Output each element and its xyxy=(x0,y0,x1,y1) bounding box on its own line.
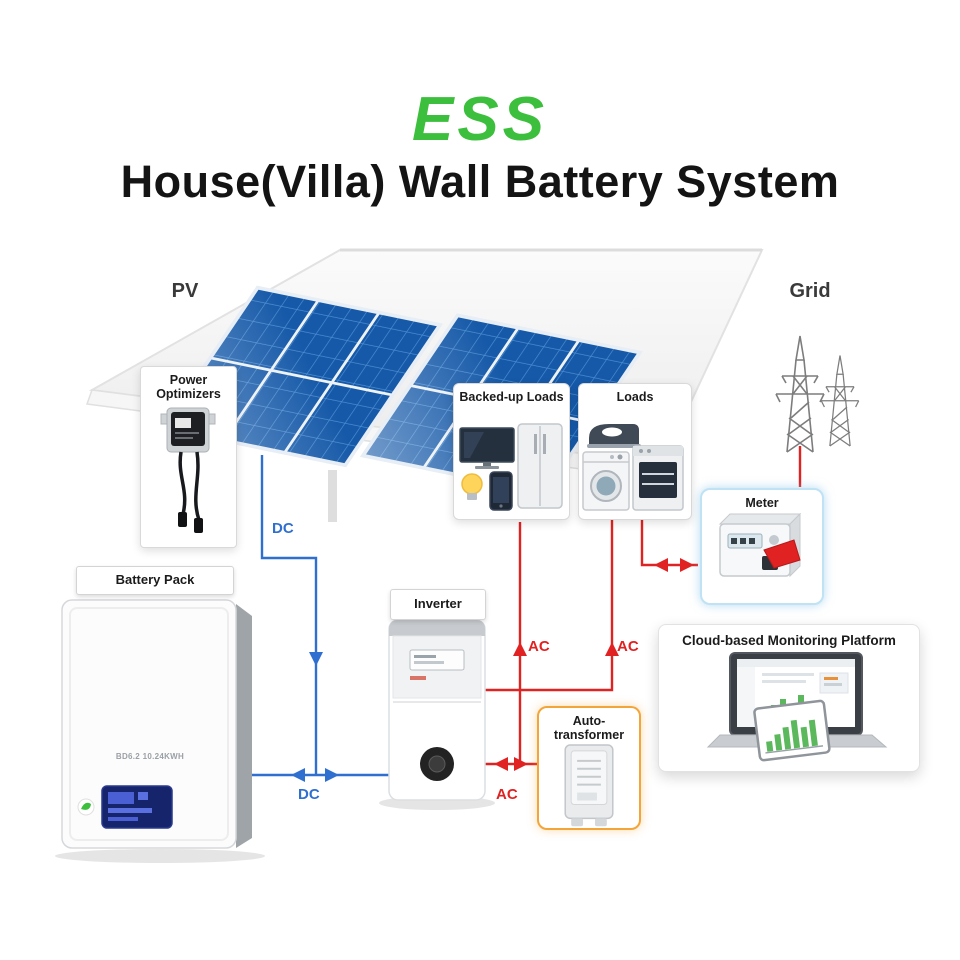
transmission-tower-icon xyxy=(775,335,860,453)
dc-label-battery: DC xyxy=(298,786,320,803)
lightbulb-icon xyxy=(461,473,483,501)
grid-label: Grid xyxy=(789,280,831,302)
battery-device xyxy=(55,599,265,863)
iron-icon xyxy=(587,424,641,449)
dc-arrows xyxy=(291,652,339,782)
washing-machine-icon xyxy=(582,451,630,512)
inverter-device xyxy=(379,619,495,810)
meter-box: Meter xyxy=(700,488,824,605)
fridge-icon xyxy=(517,423,563,510)
battery-pack-label-box: Battery Pack xyxy=(76,566,234,595)
dc-label-pv: DC xyxy=(272,520,294,537)
battery-lcd xyxy=(101,785,173,829)
phone-icon xyxy=(489,471,513,512)
battery-logo-icon xyxy=(77,798,95,816)
auto-transformer-icon xyxy=(564,743,614,827)
cloud-monitoring-box: Cloud-based Monitoring Platform xyxy=(658,624,920,772)
tv-icon xyxy=(459,427,515,470)
battery-pack-title: Battery Pack xyxy=(115,572,195,588)
ac-label-transformer: AC xyxy=(496,786,518,803)
ess-logo-text: ESS xyxy=(411,85,549,154)
loads-icons xyxy=(582,424,684,512)
backed-up-loads-icons xyxy=(459,423,563,512)
ac-arrows xyxy=(494,558,694,771)
pv-label: PV xyxy=(171,280,199,302)
auto-transformer-title: Auto-transformer xyxy=(553,714,625,743)
dc-lines xyxy=(240,455,389,777)
ac-label-backed-up-loads: AC xyxy=(528,638,550,655)
power-optimizer-icon xyxy=(160,407,216,533)
tablet-icon xyxy=(753,699,831,761)
power-optimizers-title: Power Optimizers xyxy=(156,373,221,402)
cloud-monitoring-title: Cloud-based Monitoring Platform xyxy=(682,633,896,648)
monitoring-devices-icon xyxy=(706,651,888,761)
backed-up-loads-title: Backed-up Loads xyxy=(459,390,564,404)
oven-icon xyxy=(632,445,684,512)
meter-title: Meter xyxy=(745,496,779,510)
backed-up-loads-box: Backed-up Loads xyxy=(453,383,570,520)
auto-transformer-box: Auto-transformer xyxy=(537,706,641,830)
loads-box: Loads xyxy=(578,383,692,520)
inverter-title: Inverter xyxy=(414,596,462,612)
meter-icon xyxy=(718,513,802,578)
pv-array-left xyxy=(159,285,444,468)
page-title: House(Villa) Wall Battery System xyxy=(120,156,840,207)
battery-model-text: BD6.2 10.24KWH xyxy=(115,752,185,761)
loads-title: Loads xyxy=(616,390,654,404)
ac-label-loads: AC xyxy=(617,638,639,655)
power-optimizers-box: Power Optimizers xyxy=(140,366,237,548)
inverter-label-box: Inverter xyxy=(390,589,486,620)
